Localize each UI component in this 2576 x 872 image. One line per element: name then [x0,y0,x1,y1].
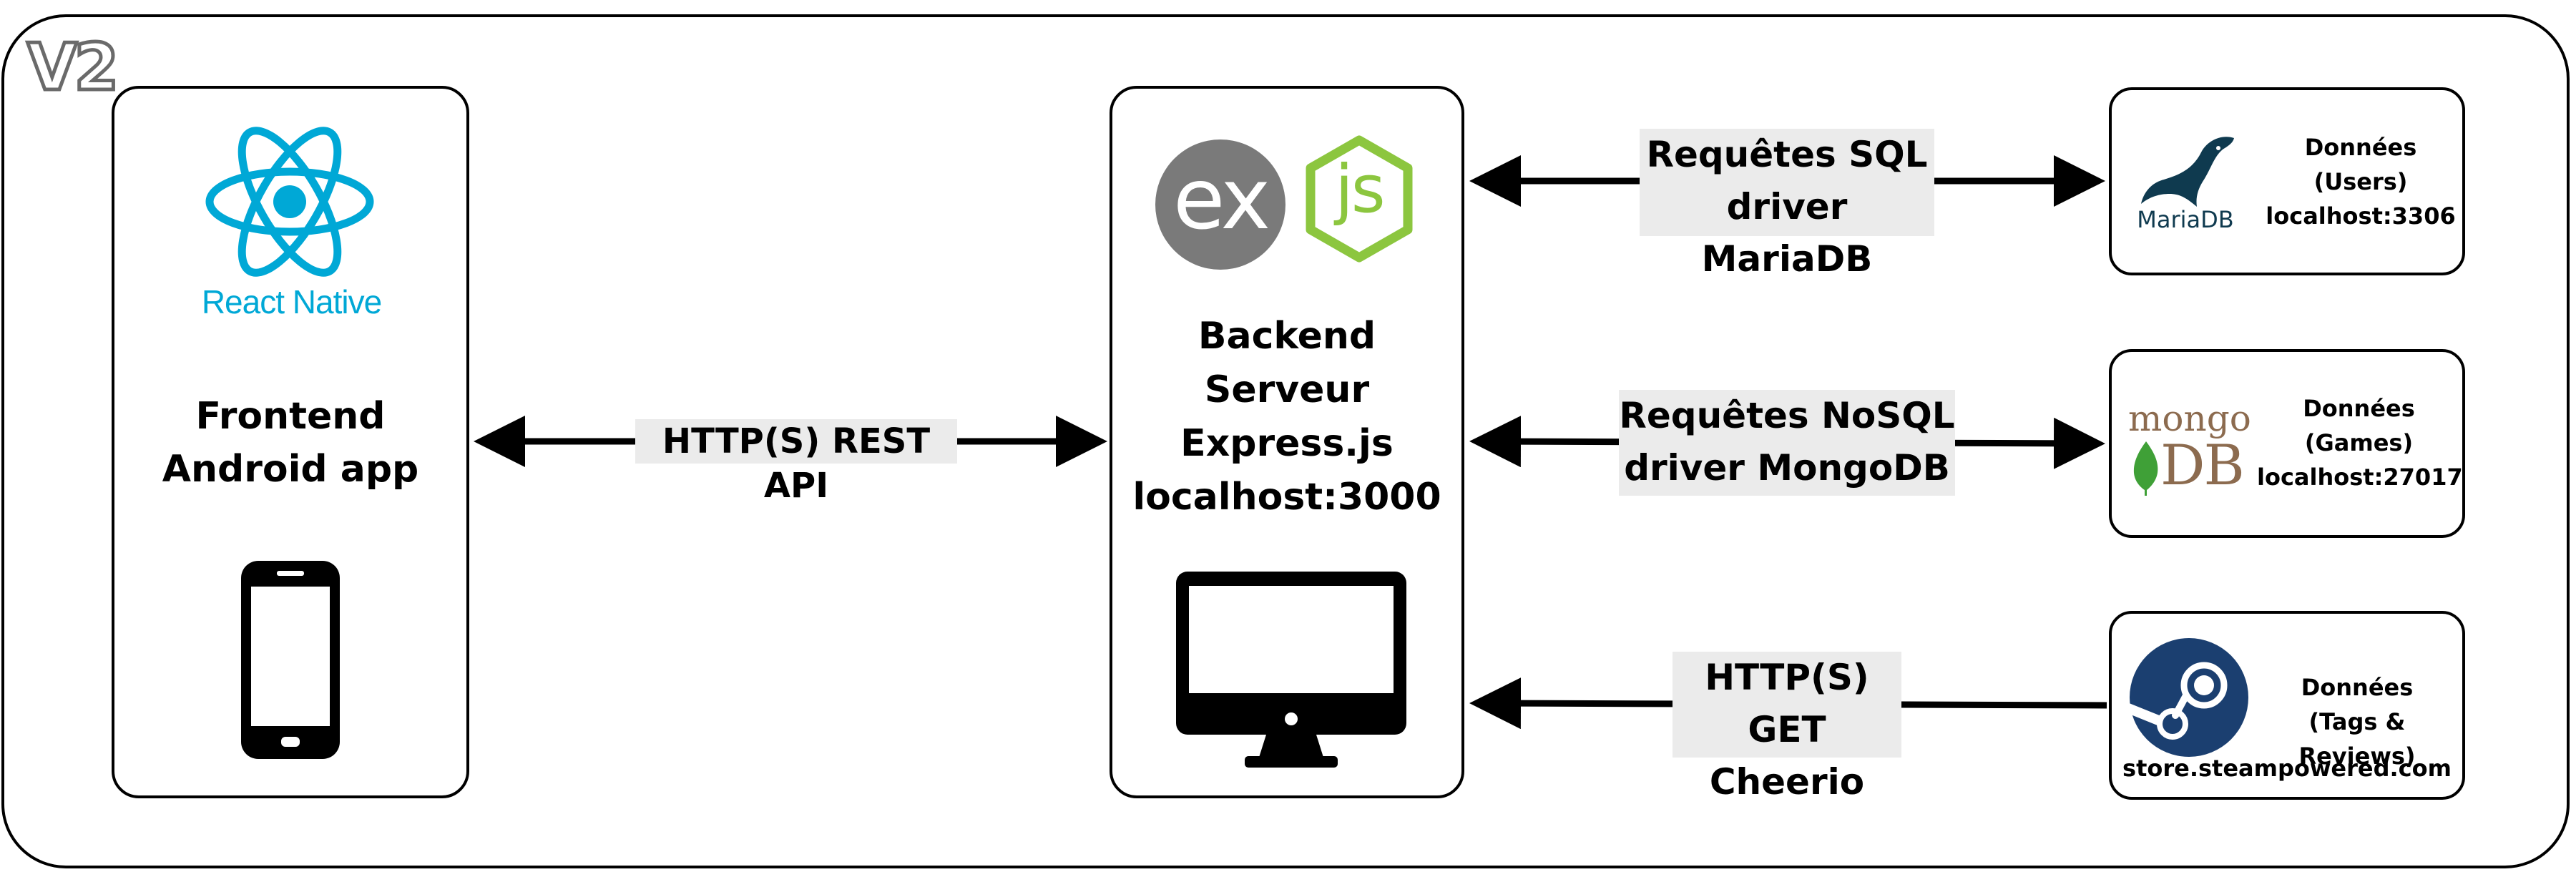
monitor-icon [1176,572,1406,768]
version-badge: V2 [25,29,120,107]
mariadb-logo-text: MariaDB [2137,206,2234,233]
nosql-label-line1: Requêtes NoSQL [1619,395,1955,436]
frontend-title-line1: Frontend [195,395,386,438]
mariadb-info-line1: Données [2304,134,2417,161]
sql-label-line2: driver MariaDB [1701,186,1873,280]
backend-line2: Serveur [1204,368,1370,411]
backend-line3: Express.js [1180,422,1394,465]
steam-info-line2: (Tags & Reviews) [2298,708,2416,770]
mongodb-info-line3: localhost:27017 [2257,464,2463,491]
nosql-label-line2: driver MongoDB [1624,447,1950,489]
mongodb-logo-top: mongo [2128,398,2251,439]
react-native-logo-text: React Native [201,283,382,320]
get-label-line2: Cheerio [1709,761,1865,803]
frontend-title-line2: Android app [162,448,419,491]
sql-label: Requêtes SQL driver MariaDB [1640,129,1934,280]
backend-line4: localhost:3000 [1132,476,1441,519]
steam-info-line1: Données [2301,674,2414,701]
react-icon [205,127,374,277]
rest-api-label: HTTP(S) REST API [635,419,957,506]
get-label-line1: HTTP(S) GET [1705,657,1869,750]
mongodb-info: Données (Games) localhost:27017 [2257,391,2463,494]
steam-info: Données (Tags & Reviews) [2253,670,2461,773]
mongodb-info-line2: (Games) [2304,429,2414,456]
sql-label-line1: Requêtes SQL [1646,134,1928,175]
smartphone-icon [241,561,340,759]
mariadb-info-line2: (Users) [2313,168,2408,195]
nodejs-logo-text: js [1335,151,1386,227]
backend-title: Backend Serveur Express.js localhost:300… [1116,310,1458,524]
mariadb-seal-icon [2141,137,2234,207]
nosql-label: Requêtes NoSQL driver MongoDB [1619,390,1955,496]
frontend-title: Frontend Android app [122,390,459,496]
get-label: HTTP(S) GET Cheerio [1673,652,1901,803]
express-icon [1155,139,1285,270]
steam-icon [2128,638,2248,757]
backend-line1: Backend [1198,315,1376,358]
steam-info-line3: store.steampowered.com [2122,755,2452,782]
mariadb-info-line3: localhost:3306 [2266,202,2456,230]
nodejs-icon [1306,135,1413,263]
mongodb-logo-bottom: DB [2160,433,2245,498]
mariadb-info: Données (Users) localhost:3306 [2264,130,2457,233]
mongodb-info-line1: Données [2303,395,2415,422]
express-logo-text: ex [1172,150,1270,248]
mongodb-leaf-icon [2133,441,2158,496]
mongodb-box [2109,349,2465,538]
